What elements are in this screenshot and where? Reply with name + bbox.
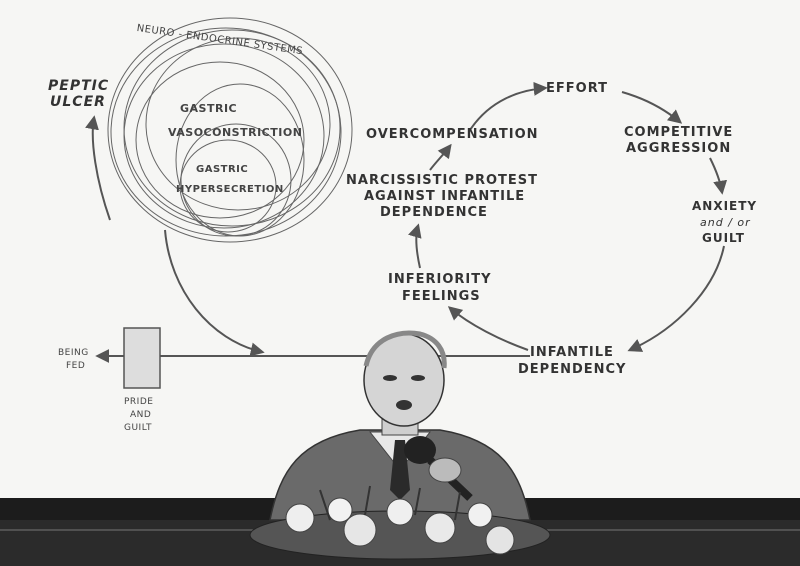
label-effort: EFFORT — [546, 81, 608, 96]
label-overcompensation: OVERCOMPENSATION — [366, 127, 539, 142]
pride-guilt-box — [124, 328, 160, 388]
label-peptic-ulcer: PEPTIC ULCER — [48, 78, 115, 110]
speaker-eye-left — [383, 375, 397, 381]
speaker-eye-right — [411, 375, 425, 381]
speaker-hand — [429, 458, 461, 482]
speaker-mouth — [396, 400, 412, 410]
label-competitive-aggression: COMPETITIVE AGGRESSION — [624, 125, 739, 156]
